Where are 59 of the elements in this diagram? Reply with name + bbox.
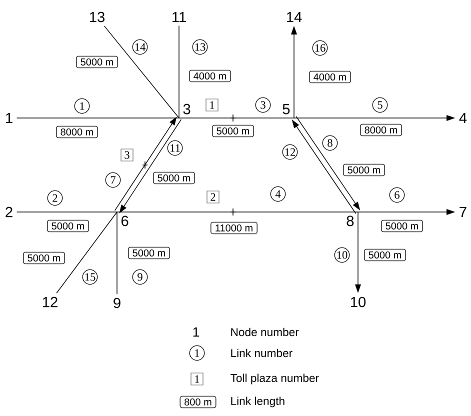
legend-text: Toll plaza number [230,374,319,384]
node-number: 5 [282,104,290,114]
length-tag: 5000 m [212,124,254,138]
toll-plaza-number: 3 [120,148,134,162]
link-number: 10 [334,247,350,263]
node-number: 4 [459,112,467,124]
link-number: 6 [389,187,405,203]
node-number: 1 [6,112,12,124]
legend-text: Node number [231,328,299,336]
link-number: 15 [82,269,98,285]
link-number: 9 [132,269,148,285]
link-number: 2 [47,190,63,206]
length-tag: 8000 m [360,124,402,136]
road-line [178,25,180,118]
node-number: 14 [286,12,302,22]
length-tag: 5000 m [76,56,118,68]
toll-plaza-number: 1 [206,98,218,112]
length-tag: 5000 m [364,248,406,262]
link-number: 16 [312,40,328,56]
node-number: 2 [6,206,12,218]
length-sample: 800 m [180,396,216,408]
node-number: 8 [346,216,354,226]
length-tag: 5000 m [153,172,196,184]
node-number: 13 [90,12,104,22]
road-line [116,212,118,294]
length-tag: 5000 m [343,164,386,176]
node-number: 7 [460,206,466,218]
length-tag: 5000 m [128,246,170,260]
link-number: 5 [372,97,388,113]
node-number: 11 [172,12,186,22]
node-number: 9 [114,298,120,308]
legend-text: Link length [231,396,284,408]
link-number: 4 [270,186,286,202]
length-tag: 4000 m [189,70,232,82]
link-number: 7 [105,172,121,188]
node-number: 12 [42,296,58,308]
toll-number-sample: 1 [190,372,204,386]
toll-plaza-number: 2 [206,190,220,204]
length-tag: 5000 m [23,252,66,264]
link-number: 14 [132,39,148,55]
length-tag: 4000 m [309,70,351,84]
link-number: 13 [192,39,208,55]
legend-text: Link number [231,348,292,358]
road-line [104,26,180,118]
link-number: 12 [282,144,298,160]
node-number: 10 [350,296,366,308]
road-line [56,212,118,294]
node-number: 6 [122,216,128,226]
node-number-sample: 1 [193,327,200,337]
link-number-sample: 1 [189,345,205,361]
link-number: 11 [167,140,183,156]
link-number: 1 [74,98,90,114]
length-tag: 5000 m [47,220,90,232]
length-tag: 8000 m [56,126,98,138]
node-number: 3 [183,104,190,114]
link-number: 8 [322,135,338,151]
link-number: 3 [255,97,271,113]
length-tag: 5000 m [380,220,424,232]
length-tag: 11000 m [210,222,258,234]
